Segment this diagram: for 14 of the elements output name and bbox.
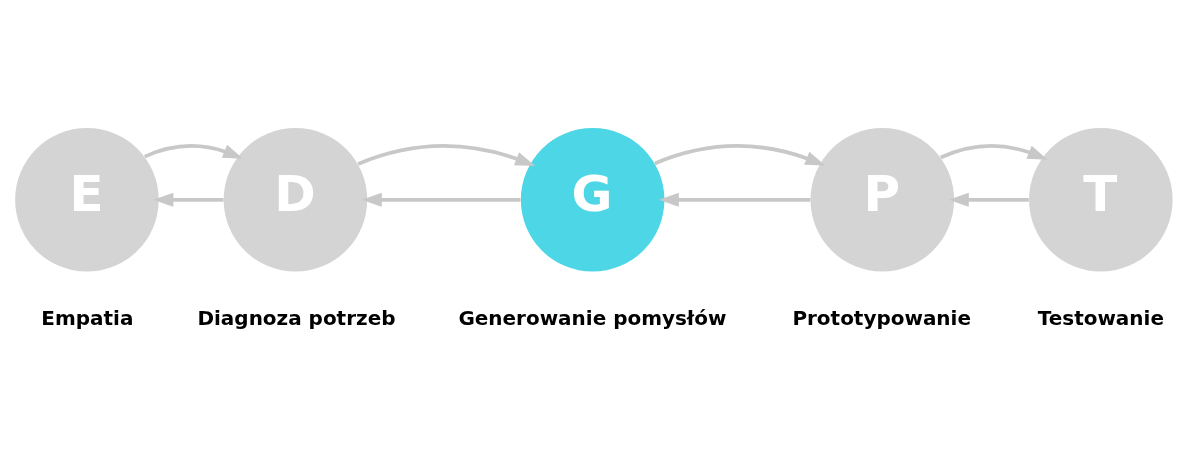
arrow [144,144,244,159]
node-label: Diagnoza potrzeb [197,306,396,331]
arrow [948,192,1029,207]
node-circle: G [520,128,665,272]
node-label: Testowanie [1037,306,1164,331]
arrow [361,192,521,207]
node-label: Prototypowanie [792,306,971,331]
node-label: Generowanie pomysłów [458,306,727,331]
arrow [940,144,1048,160]
arrow [153,192,224,207]
node-label: Empatia [41,306,134,331]
arrow [654,144,826,166]
arrow [357,144,536,166]
arrow [658,192,811,207]
